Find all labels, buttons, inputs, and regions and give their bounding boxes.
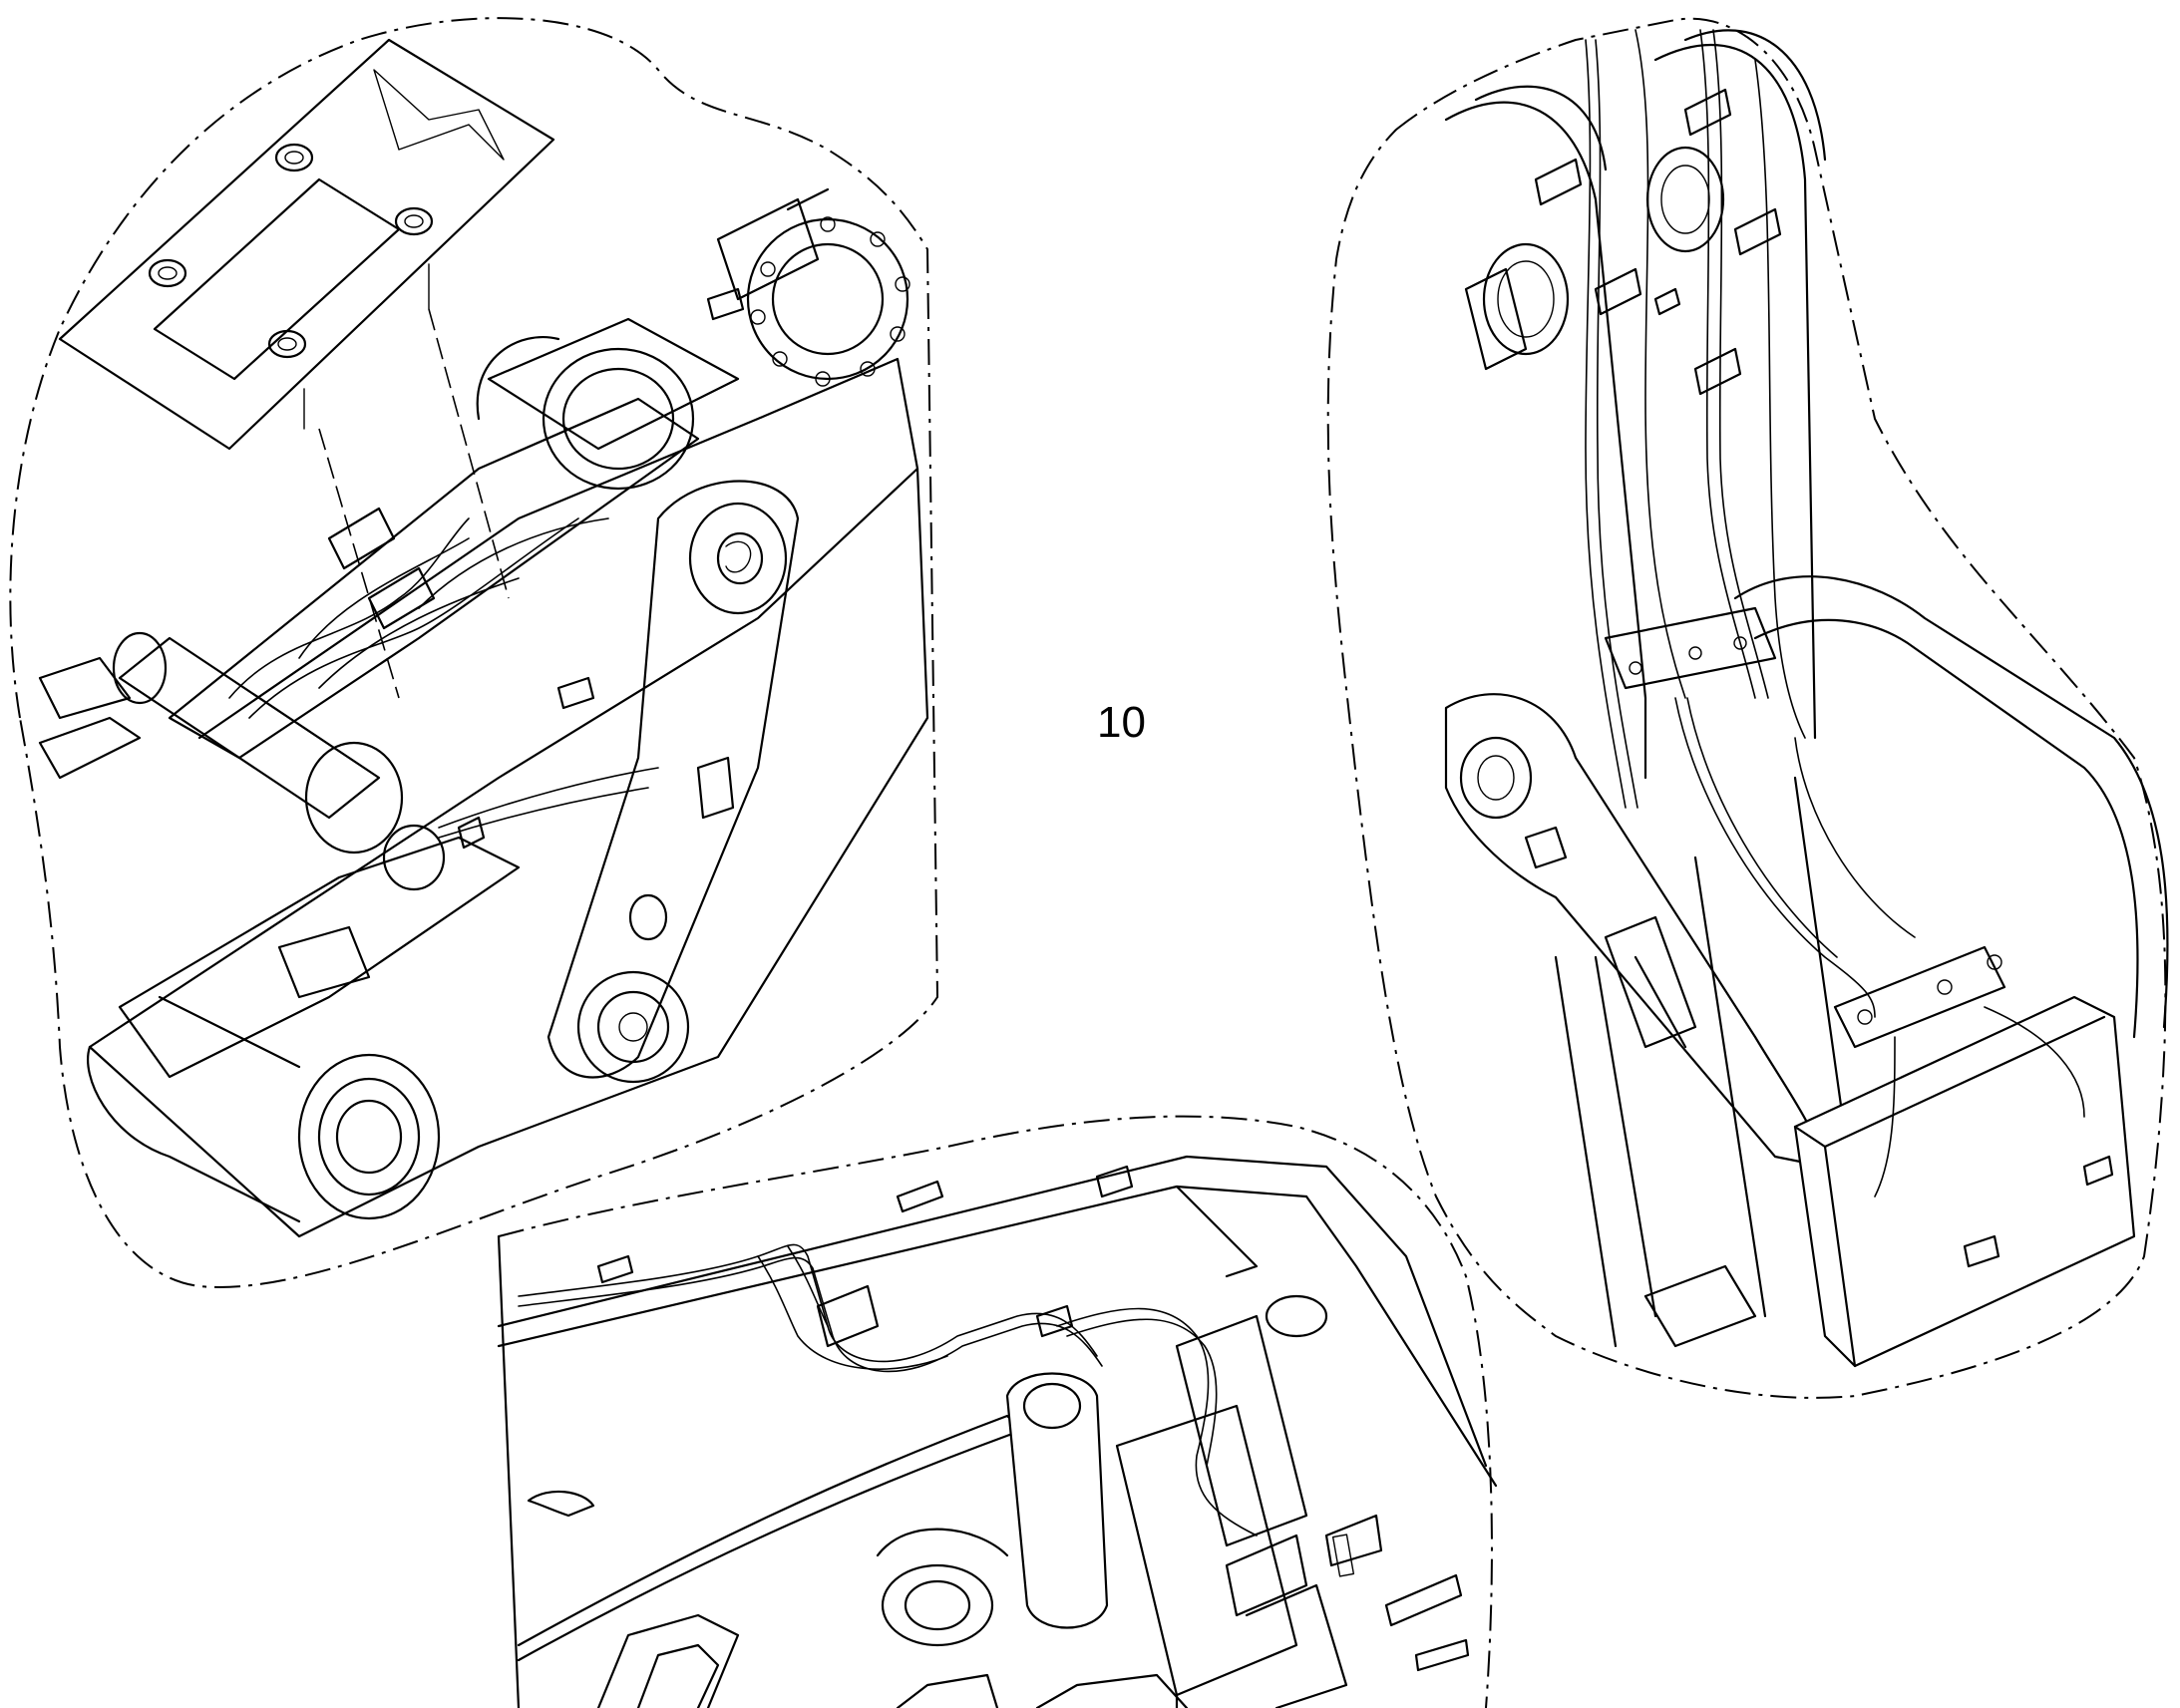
arm-beam <box>1444 29 1827 809</box>
alignment-line <box>428 308 510 599</box>
coupler-body <box>38 187 929 1238</box>
arm-hose-routing-detail <box>1326 17 2169 1399</box>
link-arm <box>1444 693 1827 1169</box>
boom-base-hose-routing-detail <box>497 1115 1498 1708</box>
boom-frame <box>1554 575 2169 1368</box>
cover-plate <box>58 38 555 451</box>
detail-boundary-top-left <box>9 17 939 1288</box>
alignment-line <box>318 428 400 699</box>
detail-boundary-bottom <box>498 1115 1493 1708</box>
boom-base-frame <box>497 1155 1498 1708</box>
detail-boundary-right <box>1326 17 2167 1399</box>
step-number: 10 <box>1097 698 1146 747</box>
quick-coupler-detail <box>9 17 939 1288</box>
